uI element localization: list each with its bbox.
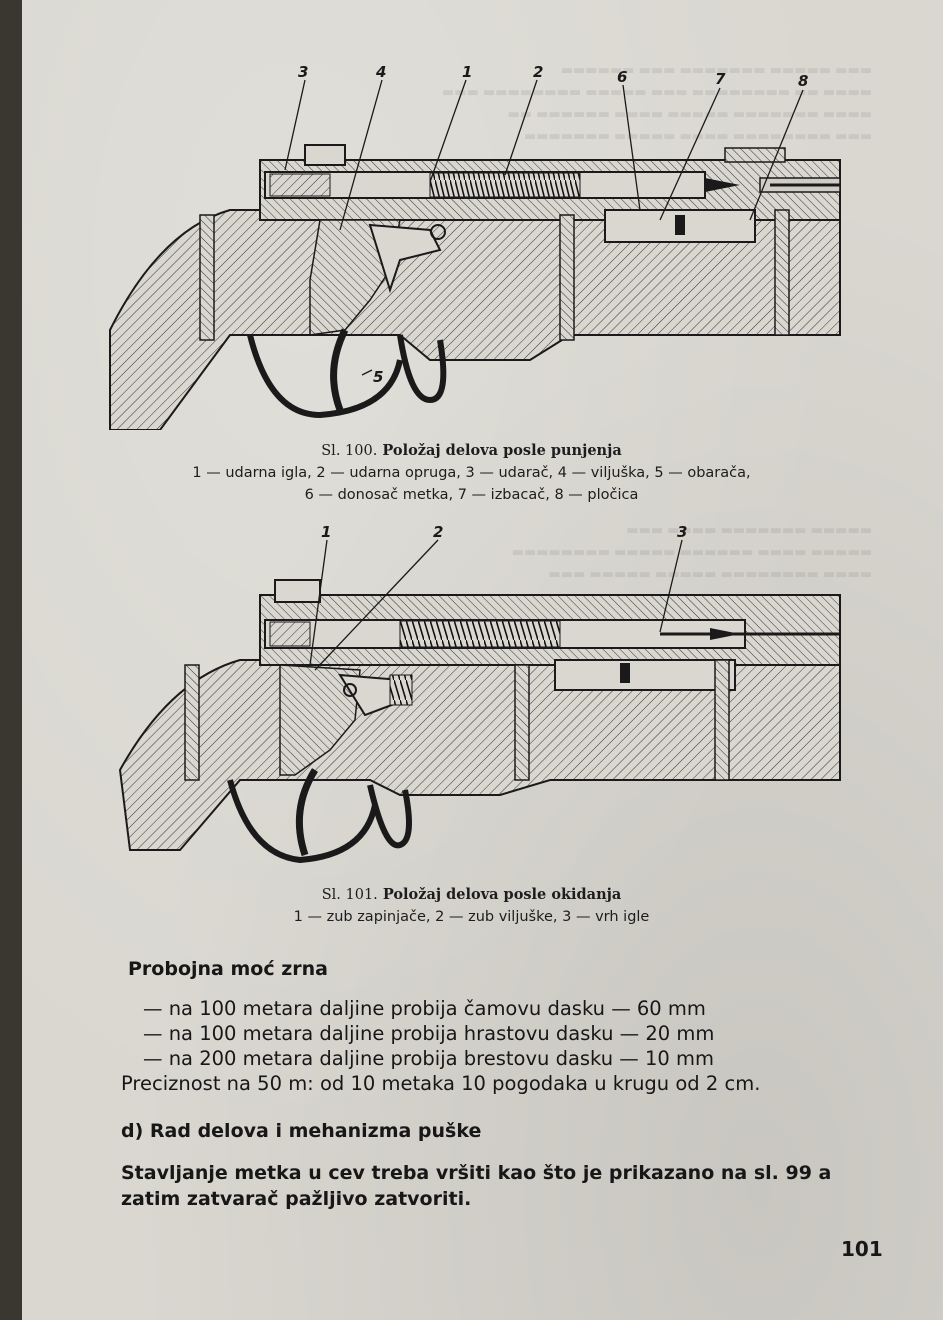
callout-1: 1 [321, 523, 331, 541]
operation-paragraph-line-1: Stavljanje metka u cev treba vršiti kao … [121, 1162, 832, 1184]
operation-paragraph-line-2: zatim zatvarač pažljivo zatvoriti. [121, 1188, 472, 1210]
penetration-line: — na 100 metara daljine probija čamovu d… [143, 997, 706, 1020]
operation-heading: d) Rad delova i mehanizma puške [121, 1120, 482, 1142]
figure-100-legend-line-2: 6 — donosač metka, 7 — izbacač, 8 — ploč… [304, 487, 639, 503]
figure-100-caption: Sl. 100. Položaj delova posle punjenja 1… [0, 440, 943, 506]
figure-100-title: Sl. 100. Položaj delova posle punjenja [321, 442, 622, 459]
figure-101-legend: 1 — zub zapinjače, 2 — zub viljuške, 3 —… [293, 909, 650, 925]
figure-101-rifle-mechanism: 1 2 3 [100, 520, 845, 880]
figure-100-rifle-mechanism: 3 4 1 2 6 7 8 5 [100, 60, 845, 430]
callout-2: 2 [433, 523, 443, 541]
callout-3: 3 [677, 523, 687, 541]
callout-3: 3 [298, 63, 308, 81]
figure-100-legend-line-1: 1 — udarna igla, 2 — udarna opruga, 3 — … [192, 465, 751, 481]
callout-1: 1 [462, 63, 472, 81]
callout-7: 7 [715, 70, 726, 88]
penetration-line: — na 200 metara daljine probija brestovu… [143, 1047, 715, 1070]
operation-paragraph: Stavljanje metka u cev treba vršiti kao … [121, 1160, 881, 1212]
callout-4: 4 [375, 63, 386, 81]
penetration-heading: Probojna moć zrna [128, 958, 328, 980]
figure-101-caption: Sl. 101. Položaj delova posle okidanja 1… [0, 884, 943, 928]
figure-101-title: Sl. 101. Položaj delova posle okidanja [321, 886, 622, 903]
precision-line: Preciznost na 50 m: od 10 metaka 10 pogo… [121, 1072, 761, 1095]
callout-2: 2 [533, 63, 543, 81]
callout-8: 8 [798, 72, 808, 90]
penetration-list: — na 100 metara daljine probija čamovu d… [121, 996, 881, 1096]
callout-5: 5 [373, 368, 383, 386]
page-number: 101 [841, 1237, 883, 1261]
callout-6: 6 [617, 68, 627, 86]
penetration-line: — na 100 metara daljine probija hrastovu… [143, 1022, 715, 1045]
